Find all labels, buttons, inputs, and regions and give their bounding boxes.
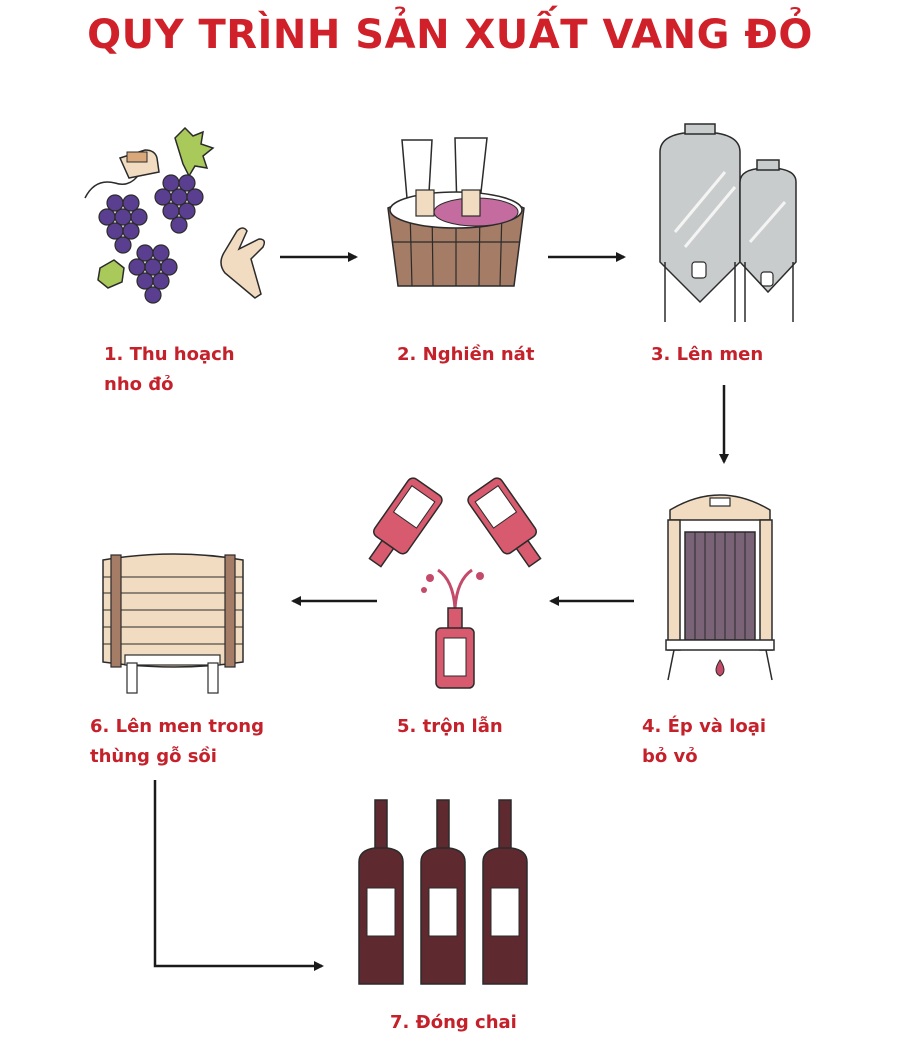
step-3-label: 3. Lên men <box>651 344 764 365</box>
wine-bottles-icon <box>358 799 528 985</box>
page-title: QUY TRÌNH SẢN XUẤT VANG ĐỎ <box>87 12 813 58</box>
crushing-barrel-icon <box>387 137 525 287</box>
step-7-label: 7. Đóng chai <box>390 1012 517 1033</box>
step-2-label: 2. Nghiền nát <box>397 344 535 365</box>
wine-press-icon <box>665 494 775 681</box>
step-5-label: 5. trộn lẫn <box>397 716 503 737</box>
blending-bottles-icon <box>368 477 542 689</box>
oak-barrel-icon <box>102 553 244 694</box>
step-6-label: 6. Lên men trong thùng gỗ sồi <box>90 716 264 767</box>
step-4-label: 4. Ép và loại bỏ vỏ <box>642 716 767 767</box>
arrow-6-to-7 <box>153 780 324 971</box>
step-1-label: 1. Thu hoạch nho đỏ <box>104 344 235 395</box>
grapes-harvest-icon <box>84 126 266 304</box>
fermentation-tanks-icon <box>659 123 797 322</box>
